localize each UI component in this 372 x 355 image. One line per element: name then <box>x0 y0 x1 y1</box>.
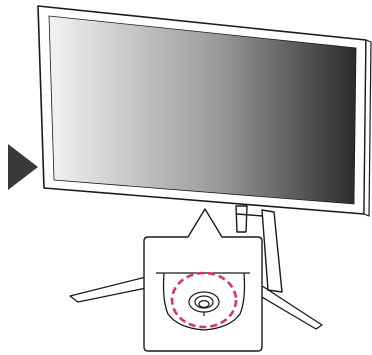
magnifier-callout-icon <box>143 208 263 352</box>
monitor-side-edge <box>363 39 372 217</box>
joystick-button-icon <box>188 291 220 316</box>
monitor-screen <box>48 15 357 205</box>
joystick-highlight-ring <box>170 271 238 329</box>
stand-icon <box>235 205 283 293</box>
pointer-arrow-icon <box>8 144 38 190</box>
